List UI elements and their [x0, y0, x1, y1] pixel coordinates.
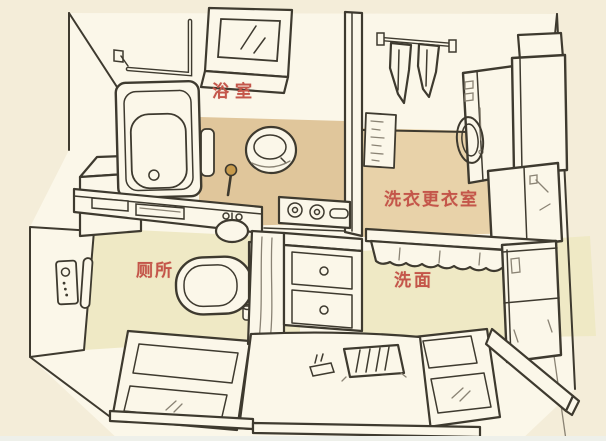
bathroom-left-wall-fold [68, 12, 118, 88]
wall-poster [363, 112, 397, 169]
towel-rack [376, 32, 457, 53]
toilet [174, 255, 254, 316]
tall-cabinet [500, 239, 563, 364]
bathtub [114, 79, 203, 199]
divider-post [343, 10, 364, 238]
hanging-towel [416, 42, 441, 99]
label-toilet: 厕所 [136, 261, 174, 281]
left-wall-base-diagonal [29, 356, 114, 420]
label-bathroom: 浴室 [212, 82, 258, 102]
grab-bar [79, 257, 94, 309]
window [199, 6, 294, 95]
lower-cabinet [486, 161, 564, 251]
bath-mat [237, 331, 433, 435]
counter [72, 187, 352, 244]
control-panel [277, 195, 352, 230]
corner-sink [214, 212, 250, 244]
vanity-side-panel [246, 229, 286, 346]
floor-drain [244, 125, 298, 175]
upper-cabinet [510, 31, 569, 175]
label-laundry-dressing-room: 洗衣更衣室 [384, 190, 479, 210]
ribbed-scale-mat [341, 343, 407, 382]
scan-edge [0, 436, 606, 441]
label-washbasin: 洗面 [394, 271, 434, 291]
wall-control-panel [55, 259, 79, 306]
wall-panel [200, 128, 215, 177]
towel-rail [113, 18, 193, 77]
shower-lever [224, 163, 238, 197]
foreground [0, 331, 606, 441]
vanity-drawers [282, 231, 364, 333]
door-frame-mats [110, 329, 252, 432]
tray [91, 197, 129, 212]
tray [135, 203, 185, 220]
hanging-towel [388, 41, 413, 105]
laundry-room [363, 31, 569, 251]
baseboard-beam [484, 327, 581, 417]
slippers [309, 353, 335, 377]
